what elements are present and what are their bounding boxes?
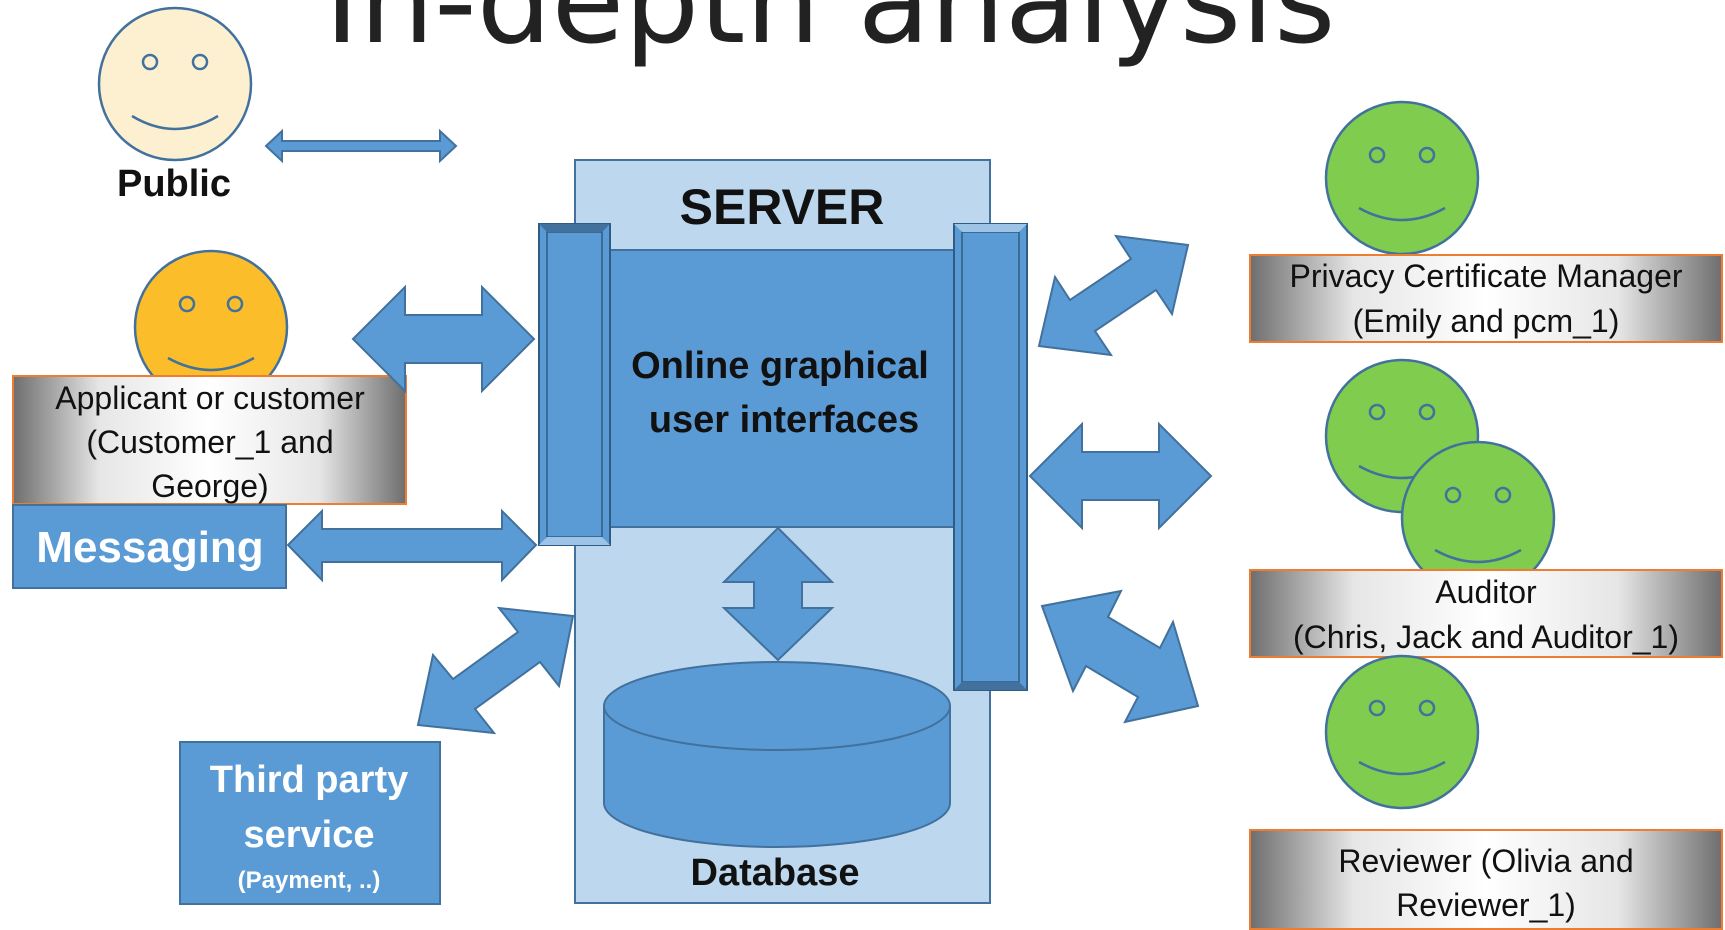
applicant-label-line1: Applicant or customer <box>55 380 365 416</box>
auditor-label-line1: Auditor <box>1435 574 1537 610</box>
pcm-label-line2: (Emily and pcm_1) <box>1353 303 1620 339</box>
reviewer-arrow <box>1040 589 1200 724</box>
reviewer-label-line2: Reviewer_1) <box>1396 887 1576 923</box>
auditor-arrow <box>1028 421 1213 531</box>
auditor-label-line2: (Chris, Jack and Auditor_1) <box>1293 619 1679 655</box>
applicant-arrow <box>351 284 536 394</box>
public-actor: Public <box>97 6 253 205</box>
messaging-label: Messaging <box>36 523 263 572</box>
public-label: Public <box>117 163 231 205</box>
gui-label-line2: user interfaces <box>649 399 919 441</box>
auditor-label-box <box>1249 569 1723 658</box>
left-interface-column <box>538 223 611 546</box>
messaging-arrow <box>286 508 538 583</box>
pcm-actor: Privacy Certificate Manager (Emily and p… <box>1249 100 1723 343</box>
server-block: SERVER Online graphical user interfaces … <box>538 159 1028 904</box>
third-party-arrow <box>416 606 575 735</box>
right-interface-column <box>953 223 1028 691</box>
reviewer-actor: Reviewer (Olivia and Reviewer_1) <box>1249 654 1723 930</box>
auditor-actor: Auditor (Chris, Jack and Auditor_1) <box>1249 358 1723 658</box>
pcm-label-box <box>1249 254 1723 343</box>
database-label: Database <box>691 852 860 894</box>
public-arrow <box>264 128 458 164</box>
applicant-label-box <box>12 375 407 505</box>
server-title: SERVER <box>680 179 885 235</box>
database-cylinder <box>603 661 951 848</box>
third-party-box <box>179 741 441 905</box>
pcm-label-line1: Privacy Certificate Manager <box>1289 258 1682 294</box>
third-party-line1: Third party <box>210 759 408 801</box>
applicant-label-line2: (Customer_1 and <box>86 424 333 460</box>
reviewer-label-line1: Reviewer (Olivia and <box>1338 843 1633 879</box>
smiley-face-icon <box>1324 100 1480 256</box>
pcm-arrow <box>1037 234 1190 357</box>
gui-database-arrow <box>721 526 835 662</box>
gui-label-line1: Online graphical <box>631 345 929 387</box>
smiley-face-icon <box>97 6 253 162</box>
reviewer-label-box <box>1249 829 1723 930</box>
applicant-actor: Applicant or customer (Customer_1 and Ge… <box>12 249 407 505</box>
smiley-face-icon <box>1324 654 1480 810</box>
slide-title: In-depth analysis <box>325 0 1336 70</box>
applicant-label-line3: George) <box>151 468 268 504</box>
third-party-line3: (Payment, ..) <box>238 867 381 894</box>
gui-panel <box>599 249 979 528</box>
smiley-face-icon <box>1400 440 1556 596</box>
messaging-box <box>12 504 287 589</box>
third-party-line2: service <box>243 814 374 856</box>
